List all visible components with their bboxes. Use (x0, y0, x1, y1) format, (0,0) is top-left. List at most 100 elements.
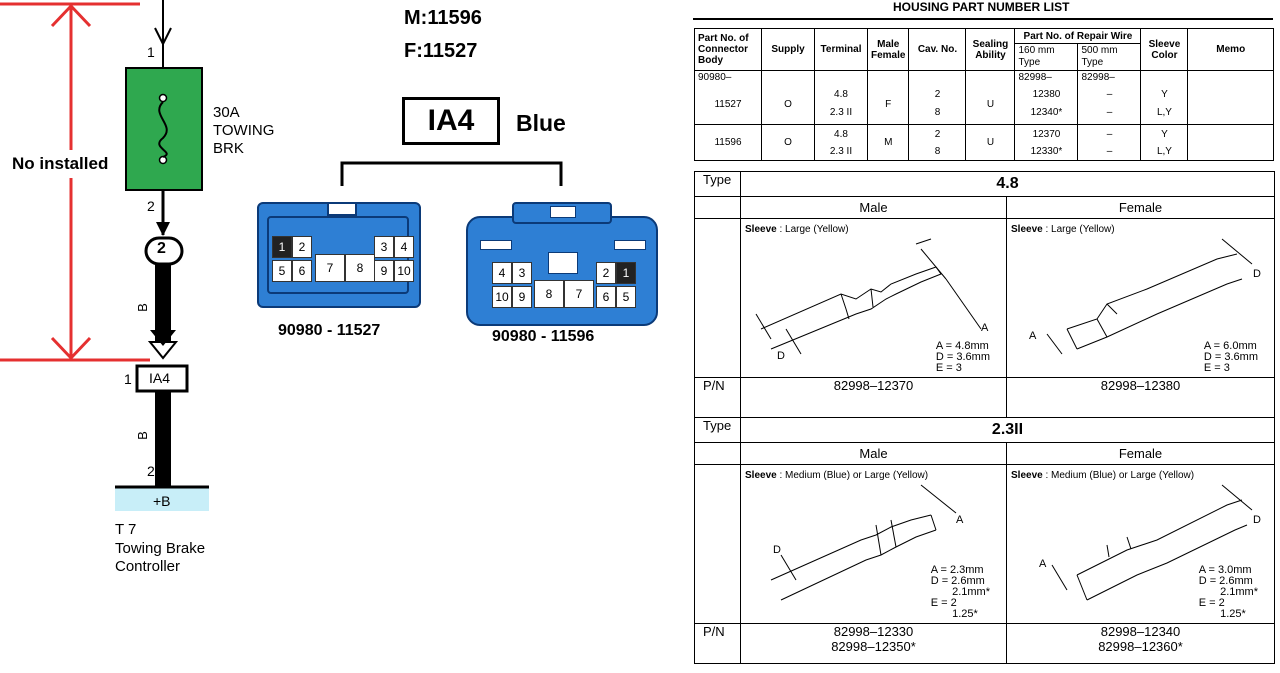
hdr-sealing: Sealing Ability (965, 28, 1016, 71)
pin-right-2: 2 (596, 262, 616, 284)
row2-a2: 12330* (1030, 145, 1063, 157)
row2-a1: 12370 (1032, 128, 1061, 140)
male-sleeve-48: : Large (Yellow) (776, 224, 849, 235)
svg-text:A: A (1029, 330, 1037, 342)
fuse-name-line2: BRK (213, 140, 244, 157)
type-value-23: 2.3II (740, 417, 1275, 443)
female-header-48: Female (1006, 196, 1275, 219)
pin-right-7: 7 (564, 280, 594, 308)
male-pn-23: 82998–12330 (833, 624, 914, 639)
row1-t2: 2.3 II (829, 107, 853, 119)
pin-right-3: 3 (512, 262, 532, 284)
wire-color-2: B (134, 431, 150, 440)
hdr-sleeve: Sleeve Color (1140, 28, 1189, 71)
row1-body: 11527 (694, 84, 762, 125)
row2-b1: – (1106, 128, 1113, 140)
female-sleeve-key-48: Sleeve (1011, 224, 1043, 235)
female-header-23: Female (1006, 442, 1275, 465)
fuse-pin-in: 1 (147, 44, 155, 60)
ground-pin: 2 (147, 463, 155, 479)
svg-text:A: A (956, 514, 964, 526)
row1-supply: O (761, 84, 815, 125)
female-pn-48: 82998–12380 (1100, 378, 1181, 393)
female-terminal-23-drawing: Sleeve : Medium (Blue) or Large (Yellow)… (1007, 465, 1274, 623)
connector-90980-11596: 4 3 2 1 10 9 8 7 6 5 (466, 202, 658, 326)
female-terminal-icon-2: D A (1039, 484, 1261, 601)
pin-left-10: 10 (394, 260, 414, 282)
hdr-supply: Supply (761, 28, 815, 71)
ground-fill (115, 487, 209, 511)
row1-a2: 12340* (1030, 107, 1063, 119)
prefix-body: 90980– (694, 70, 762, 85)
female-terminal-48-drawing: Sleeve : Large (Yellow) D A A = 6.0mm D … (1007, 219, 1274, 377)
pin-left-9: 9 (374, 260, 394, 282)
female-terminal-icon: D A (1029, 238, 1261, 355)
row1-s1: Y (1161, 89, 1168, 101)
hdr-cav: Cav. No. (908, 28, 967, 71)
female-sleeve-23: : Medium (Blue) or Large (Yellow) (1042, 470, 1195, 481)
pin-right-4: 4 (492, 262, 512, 284)
male-terminal-23-drawing: Sleeve : Medium (Blue) or Large (Yellow)… (741, 465, 1006, 623)
fuse-icon (158, 101, 168, 158)
device-id: T 7 (115, 521, 137, 538)
hdr-500: 500 mm Type (1077, 43, 1142, 71)
ia4-label-box: IA4 (402, 97, 500, 145)
left-part-number: 90980 - 11527 (278, 322, 381, 339)
hdr-male-female: Male Female (866, 28, 910, 71)
female-sleeve-48: : Large (Yellow) (1042, 224, 1115, 235)
pin-right-6: 6 (596, 286, 616, 308)
row2-s1: Y (1161, 128, 1168, 140)
fuse-pin-out: 2 (147, 198, 155, 214)
ground-label: +B (153, 493, 171, 509)
pin-right-1: 1 (616, 262, 636, 284)
wire-color-1: B (134, 303, 150, 312)
hdr-part-no: Part No. of Connector Body (694, 28, 762, 71)
pin-left-5: 5 (272, 260, 292, 282)
row1-s2: L,Y (1156, 107, 1172, 119)
female-code: F:11527 (404, 40, 478, 62)
ia4-connector-box (135, 364, 189, 393)
connector-90980-11527: 1 2 3 4 5 6 7 8 9 10 (257, 202, 421, 308)
row1-b2: – (1106, 107, 1113, 119)
not-installed-label: No installed (12, 154, 109, 173)
right-part-number: 90980 - 11596 (492, 328, 595, 345)
ia4-label: IA4 (427, 104, 475, 137)
fuse-box (125, 67, 203, 191)
type-label-23: Type (694, 417, 741, 443)
pin-left-2: 2 (292, 236, 312, 258)
device-name-line1: Towing Brake (115, 540, 206, 557)
row2-mf: M (866, 124, 910, 161)
hdr-memo: Memo (1187, 28, 1274, 71)
male-pn-48: 82998–12370 (833, 378, 914, 393)
row2-seal: U (965, 124, 1016, 161)
pair-bracket (340, 161, 563, 186)
row1-c2: 8 (934, 107, 941, 119)
svg-text:D: D (777, 350, 785, 362)
row2-supply: O (761, 124, 815, 161)
male-header-48: Male (740, 196, 1007, 219)
row2-s2: L,Y (1156, 145, 1172, 157)
row1-mf: F (866, 84, 910, 125)
ia4-pin: 1 (124, 371, 132, 387)
down-arrow-icon (154, 27, 172, 47)
row2-body: 11596 (694, 124, 762, 161)
row2-t2: 2.3 II (829, 145, 853, 157)
pin-left-8: 8 (345, 254, 375, 282)
female-pn-23: 82998–12340 (1100, 624, 1181, 639)
male-dims-48: A = 4.8mm D = 3.6mm E = 3 (935, 340, 990, 374)
down-arrow-icon-2 (156, 222, 170, 236)
housing-title: HOUSING PART NUMBER LIST (893, 0, 1070, 14)
fuse-rating: 30A (213, 104, 240, 121)
male-terminal-icon-2: A D (770, 484, 964, 601)
male-code: M:11596 (404, 7, 482, 29)
svg-text:D: D (1253, 268, 1261, 280)
ia4-name: IA4 (149, 370, 171, 386)
pin-left-6: 6 (292, 260, 312, 282)
female-sleeve-key-23: Sleeve (1011, 470, 1043, 481)
pin-right-5: 5 (616, 286, 636, 308)
pin-left-3: 3 (374, 236, 394, 258)
device-name-line2: Controller (115, 558, 181, 575)
svg-text:A: A (1039, 558, 1047, 570)
pin-right-8: 8 (534, 280, 564, 308)
